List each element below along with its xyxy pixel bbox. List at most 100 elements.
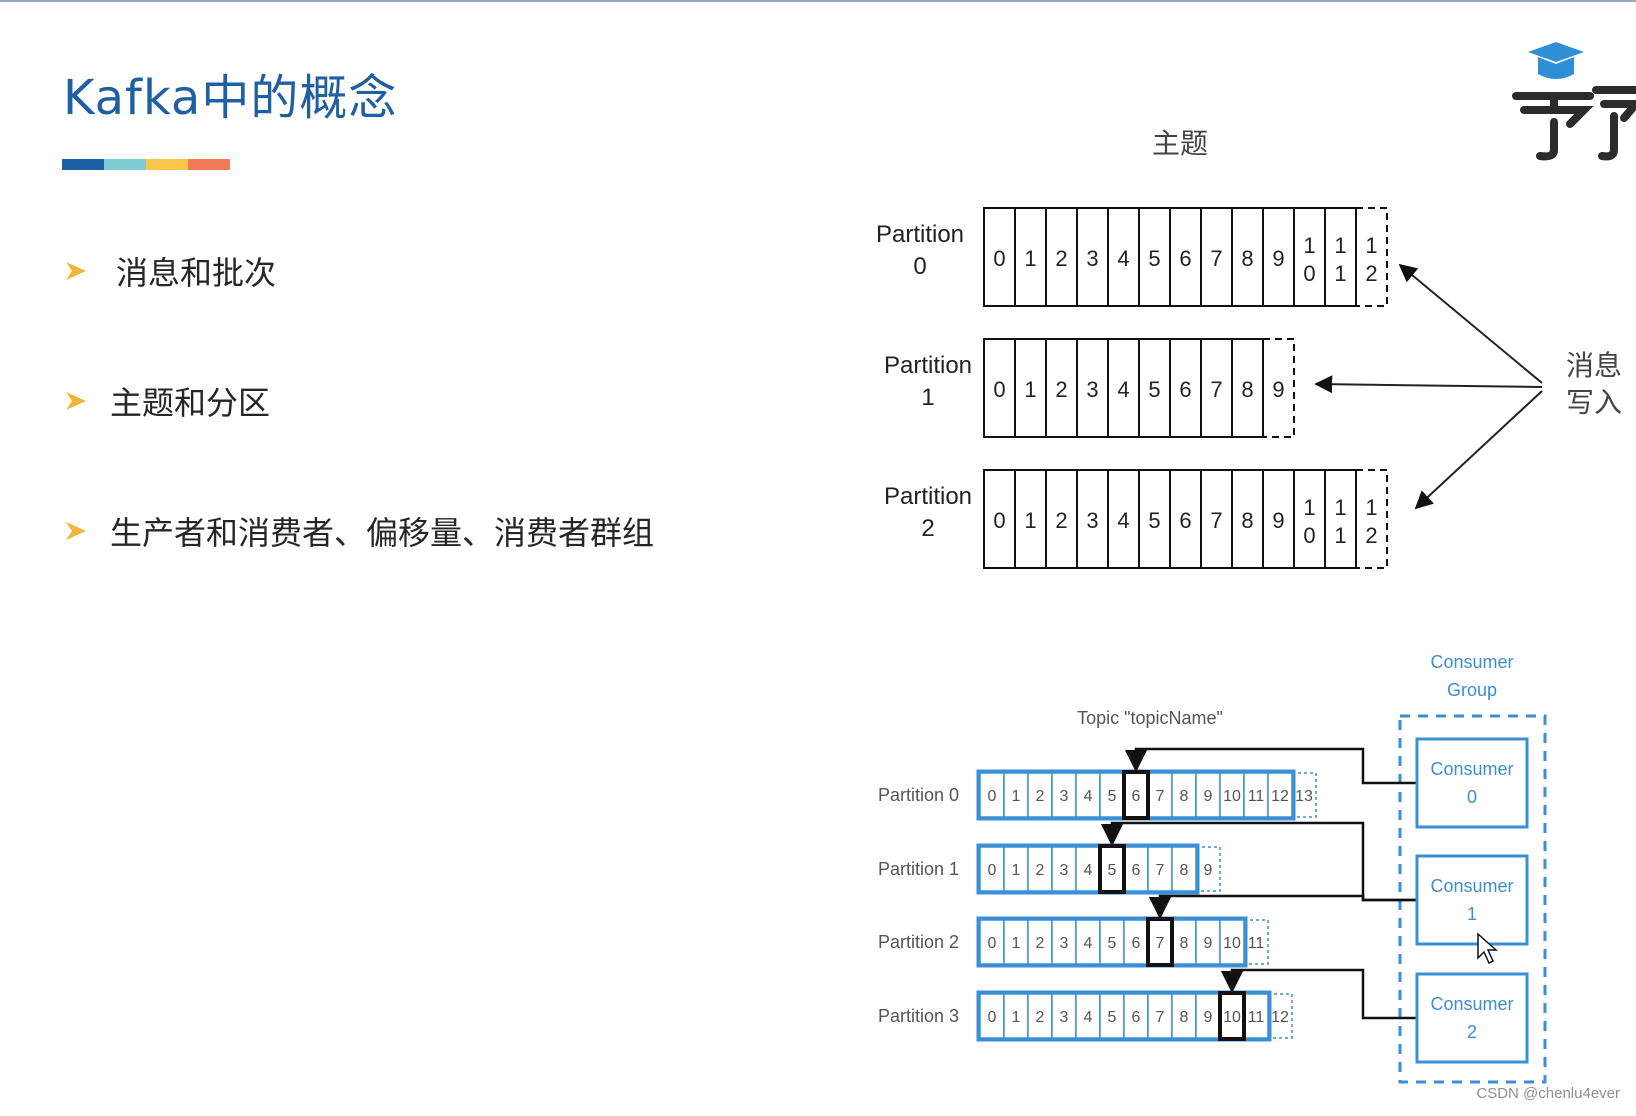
- offset-number: 6: [1179, 508, 1191, 533]
- offset-number: 13: [1295, 788, 1313, 805]
- offset-cell: [979, 919, 1005, 965]
- offset-number: 1: [1024, 377, 1036, 402]
- offset-number: 1: [1334, 233, 1346, 258]
- offset-number: 6: [1179, 246, 1191, 271]
- top-border-line: [0, 0, 1636, 2]
- offset-number: 2: [1036, 788, 1045, 805]
- offset-number: 1: [1365, 495, 1377, 520]
- bullet-item: 主题和分区: [64, 378, 270, 424]
- write-label: 写入: [1566, 386, 1622, 419]
- offset-number: 2: [1055, 508, 1067, 533]
- offset-cell: [1014, 469, 1047, 569]
- offset-number: 1: [1334, 261, 1346, 286]
- offset-number: 1: [1024, 246, 1036, 271]
- consumer-read-arrow: [1124, 747, 1417, 785]
- consumer-rect: [1415, 737, 1529, 829]
- offset-cell: [1123, 846, 1149, 892]
- accent-segment: [104, 159, 146, 170]
- offset-number: 6: [1179, 377, 1191, 402]
- offset-number: 8: [1241, 246, 1253, 271]
- offset-number: 4: [1084, 788, 1093, 805]
- offset-number: 5: [1148, 508, 1160, 533]
- watermark: CSDN @chenlu4ever: [1476, 1085, 1620, 1102]
- offset-cell: [1051, 846, 1077, 892]
- mouse-cursor-icon: [1477, 932, 1498, 965]
- offset-number: 1: [1012, 862, 1021, 879]
- offset-cell: [1147, 772, 1173, 818]
- page-title: Kafka中的概念: [63, 70, 398, 126]
- offset-cell: [1014, 207, 1047, 307]
- offset-cell: [1075, 993, 1101, 1039]
- offset-number: 1: [1303, 233, 1315, 258]
- offset-number: 5: [1108, 788, 1117, 805]
- offset-cell: [1027, 919, 1053, 965]
- offset-cell: [1107, 469, 1140, 569]
- offset-cell: [1243, 993, 1269, 1039]
- offset-number: 9: [1204, 1009, 1213, 1026]
- bullet-text: 消息和批次: [116, 254, 277, 292]
- offset-number: 6: [1132, 788, 1141, 805]
- graduation-cap-logo-icon: [1512, 42, 1636, 161]
- offset-number: 3: [1060, 862, 1069, 879]
- offset-number: 12: [1271, 1009, 1289, 1026]
- offset-number: 2: [1036, 935, 1045, 952]
- offset-number: 7: [1210, 377, 1222, 402]
- offset-number: 0: [1303, 261, 1315, 286]
- offset-number: 9: [1204, 788, 1213, 805]
- offset-cell: [1051, 772, 1077, 818]
- offset-number: 9: [1204, 935, 1213, 952]
- offset-number: 7: [1156, 788, 1165, 805]
- offset-number: 6: [1132, 935, 1141, 952]
- offset-number: 1: [1012, 788, 1021, 805]
- offset-cell: [1003, 846, 1029, 892]
- consumer-group-box: [1398, 714, 1547, 1084]
- offset-number: 8: [1180, 1009, 1189, 1026]
- offset-number: 9: [1272, 246, 1284, 271]
- next-offset-cell: [1196, 846, 1221, 892]
- offset-number: 0: [988, 788, 997, 805]
- offset-cell: [1200, 207, 1233, 307]
- offset-cell: [1138, 469, 1171, 569]
- next-offset-cell: [1263, 338, 1295, 438]
- partition-label: Partition 0: [878, 785, 959, 805]
- offset-cell: [1099, 846, 1125, 892]
- offset-number: 9: [1204, 862, 1213, 879]
- offset-cell: [1045, 207, 1078, 307]
- offset-cell: [1075, 846, 1101, 892]
- offset-number: 7: [1210, 246, 1222, 271]
- partition-outline: [976, 990, 1272, 1042]
- consumer-rect: [1415, 972, 1529, 1064]
- consumer-read-arrow: [1220, 968, 1417, 1020]
- offset-cell: [1171, 846, 1197, 892]
- offset-cell: [1231, 338, 1264, 438]
- offset-number: 9: [1272, 508, 1284, 533]
- offset-number: 3: [1060, 935, 1069, 952]
- write-arrow: [1398, 263, 1543, 384]
- offset-cell: [1231, 207, 1264, 307]
- offset-number: 3: [1060, 1009, 1069, 1026]
- partition-label: Partition: [876, 221, 964, 248]
- next-offset-cell: [1356, 469, 1388, 569]
- partition-label: Partition 1: [878, 859, 959, 879]
- accent-segment: [146, 159, 188, 170]
- offset-number: 1: [1024, 508, 1036, 533]
- offset-number: 10: [1223, 788, 1241, 805]
- offset-number: 12: [1271, 788, 1289, 805]
- next-offset-cell: [1356, 207, 1388, 307]
- offset-cell: [1219, 919, 1245, 965]
- offset-number: 2: [1365, 261, 1377, 286]
- offset-cell: [983, 469, 1016, 569]
- offset-number: 0: [993, 377, 1005, 402]
- offset-number: 8: [1180, 862, 1189, 879]
- offset-number: 1: [1334, 495, 1346, 520]
- offset-number: 5: [1148, 377, 1160, 402]
